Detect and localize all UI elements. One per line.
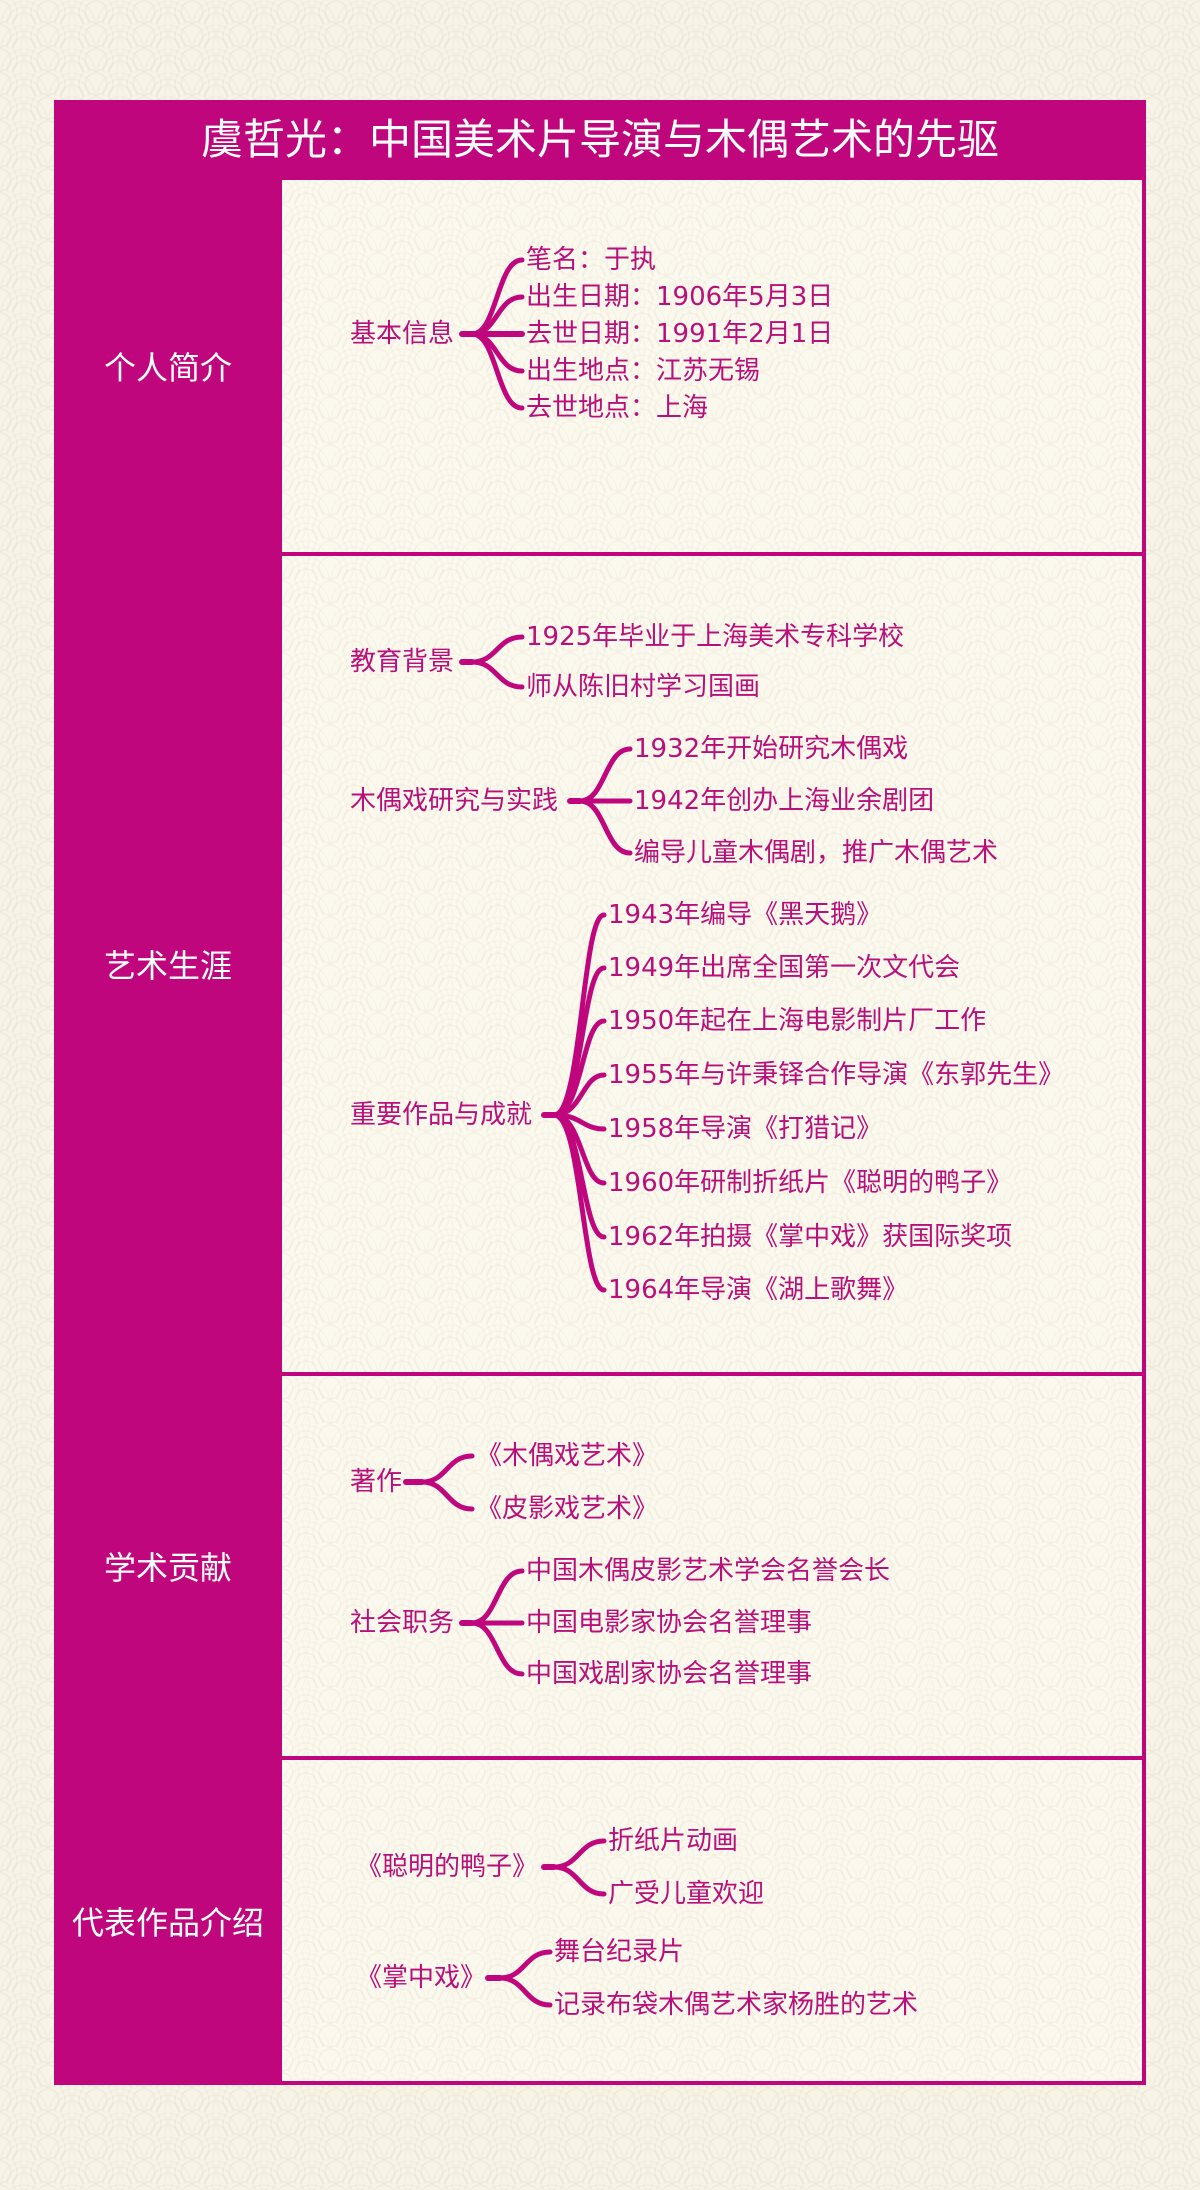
branch-lines [485,1838,607,2008]
branch-lines [403,1453,525,1677]
leaf-item: 折纸片动画 [608,1826,739,1856]
leaf-item: 中国电影家协会名誉理事 [526,1608,813,1638]
section-academic: 学术贡献 著作 《木偶戏艺术》 《皮影戏艺术》 社会职务 中国木偶皮影艺术学会名… [54,1376,1146,1756]
leaf-item: 1943年编导《黑天鹅》 [608,900,883,930]
group-label: 木偶戏研究与实践 [350,786,559,816]
leaf-item: 1925年毕业于上海美术专科学校 [526,622,905,652]
leaf-item: 出生地点：江苏无锡 [526,356,761,386]
section-works: 代表作品介绍 《聪明的鸭子》 折纸片动画 广受儿童欢迎 《掌中戏》 舞台纪录片 … [54,1760,1146,2081]
section-career: 艺术生涯 [54,556,1146,1372]
group-label: 社会职务 [350,1608,455,1638]
leaf-item: 《木偶戏艺术》 [476,1441,659,1471]
leaf-item: 去世日期：1991年2月1日 [526,319,834,349]
leaf-item: 1949年出席全国第一次文代会 [608,953,961,983]
group-label: 《聪明的鸭子》 [356,1852,539,1882]
group-label: 基本信息 [350,319,455,349]
leaf-item: 去世地点：上海 [526,393,709,423]
group-label: 教育背景 [350,647,455,677]
leaf-item: 1960年研制折纸片《聪明的鸭子》 [608,1168,1013,1198]
leaf-item: 1932年开始研究木偶戏 [634,734,909,764]
section-body: 《聪明的鸭子》 折纸片动画 广受儿童欢迎 《掌中戏》 舞台纪录片 记录布袋木偶艺… [282,1760,1142,2081]
leaf-item: 1964年导演《湖上歌舞》 [608,1275,909,1305]
leaf-item: 1958年导演《打猎记》 [608,1114,883,1144]
section-label: 代表作品介绍 [71,1903,264,1942]
leaf-item: 《皮影戏艺术》 [476,1494,659,1524]
page-title: 虞哲光：中国美术片导演与木偶艺术的先驱 [200,115,999,164]
group-label: 著作 [350,1467,403,1497]
mindmap-frame: 虞哲光：中国美术片导演与木偶艺术的先驱 个人简介 基本信息 笔名：于执 出生日期… [54,100,1146,2085]
leaf-item: 师从陈旧村学习国画 [526,672,761,702]
leaf-item: 笔名：于执 [526,245,657,275]
section-label: 个人简介 [103,349,232,387]
leaf-item: 编导儿童木偶剧，推广木偶艺术 [634,838,999,868]
leaf-item: 出生日期：1906年5月3日 [526,282,834,312]
leaf-item: 舞台纪录片 [554,1937,685,1967]
group-label: 《掌中戏》 [356,1963,487,1993]
section-body: 著作 《木偶戏艺术》 《皮影戏艺术》 社会职务 中国木偶皮影艺术学会名誉会长 中… [282,1376,1142,1756]
leaf-item: 1962年拍摄《掌中戏》获国际奖项 [608,1222,1013,1252]
leaf-item: 1942年创办上海业余剧团 [634,786,935,816]
section-body: 教育背景 1925年毕业于上海美术专科学校 师从陈旧村学习国画 木偶戏研究与实践… [282,556,1142,1372]
group-label: 重要作品与成就 [350,1100,533,1130]
leaf-item: 记录布袋木偶艺术家杨胜的艺术 [554,1990,919,2020]
branch-lines [459,257,525,411]
leaf-item: 中国木偶皮影艺术学会名誉会长 [526,1556,891,1586]
section-label: 学术贡献 [103,1549,232,1587]
leaf-item: 中国戏剧家协会名誉理事 [526,1659,813,1689]
section-profile: 个人简介 基本信息 笔名：于执 出生日期：1906年5月3日 去世日期：1991… [54,180,1146,552]
leaf-item: 1950年起在上海电影制片厂工作 [608,1006,987,1036]
leaf-item: 广受儿童欢迎 [608,1879,765,1909]
branch-lines [459,634,633,1293]
section-body: 基本信息 笔名：于执 出生日期：1906年5月3日 去世日期：1991年2月1日… [282,180,1142,552]
leaf-item: 1955年与许秉铎合作导演《东郭先生》 [608,1060,1065,1090]
section-label: 艺术生涯 [103,947,232,985]
